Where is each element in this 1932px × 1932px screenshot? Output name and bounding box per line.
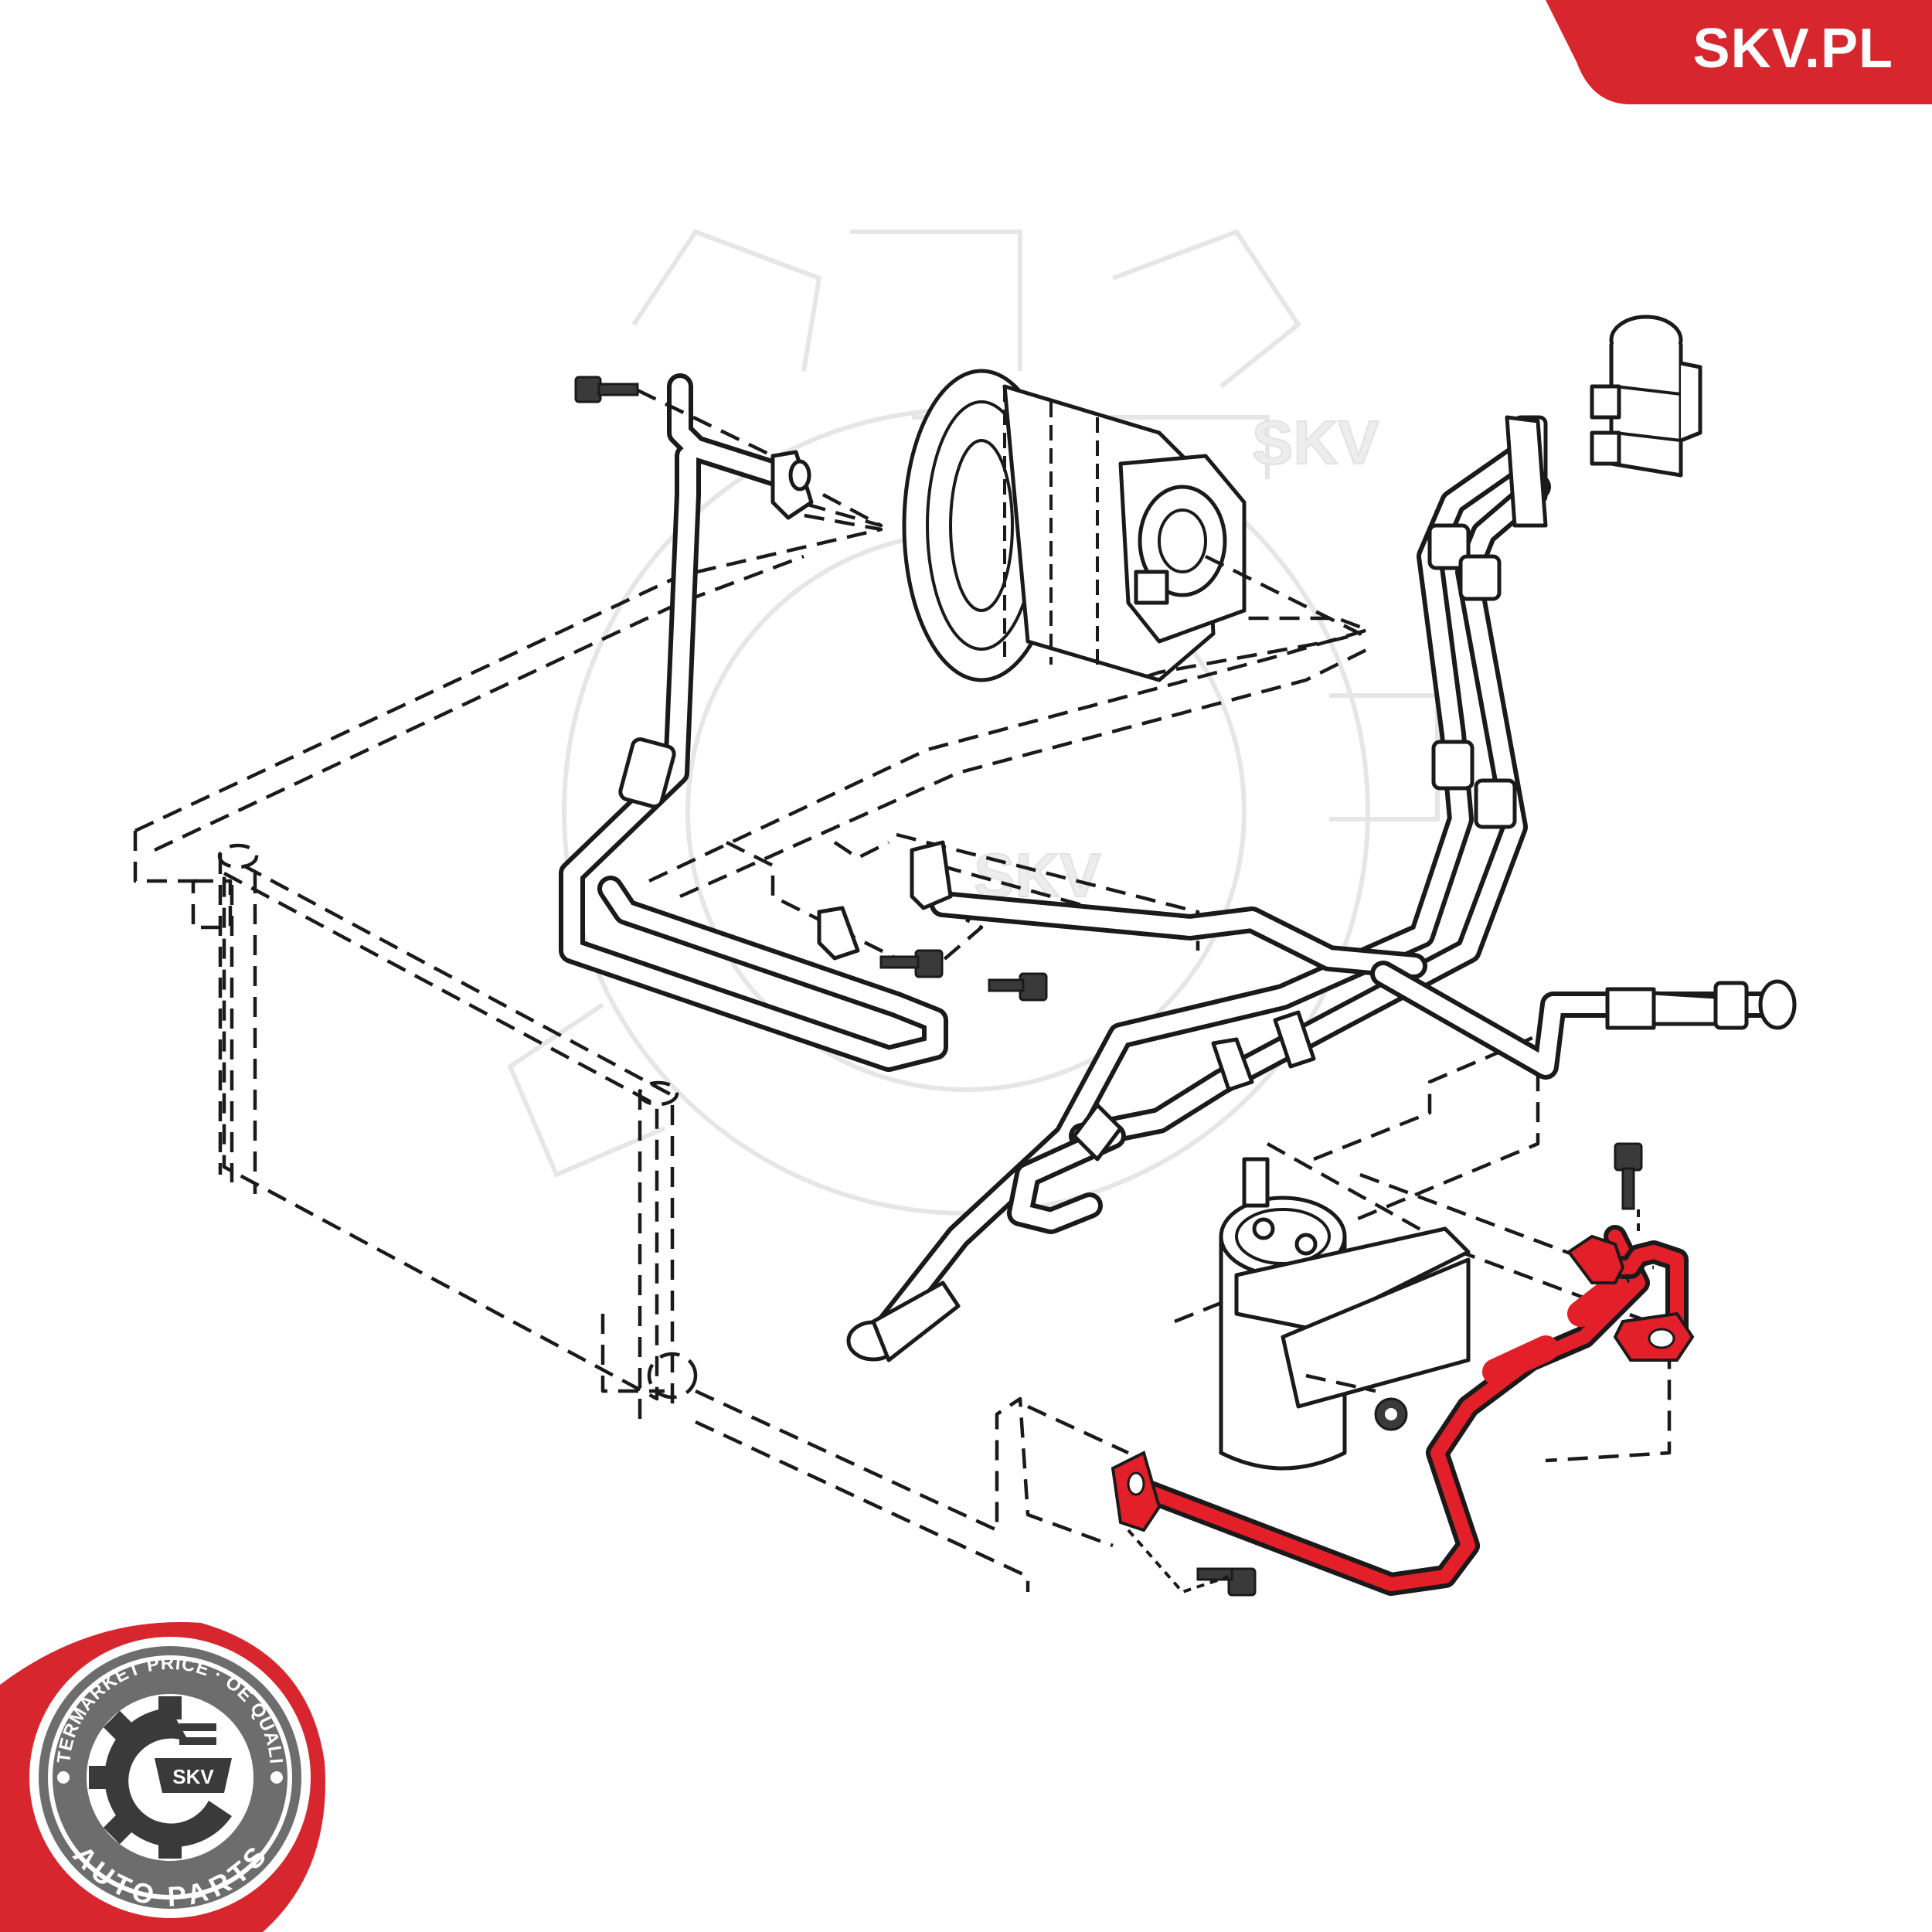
badge-star-icon	[270, 1771, 283, 1784]
watermark-text: SKV	[1252, 408, 1379, 477]
bolt-icon	[1374, 1397, 1408, 1431]
badge-star-icon	[57, 1771, 70, 1784]
bolt-icon	[988, 972, 1048, 1002]
bolt-icons	[574, 376, 1643, 1597]
pipe-fittings	[618, 415, 1797, 1362]
bolt-icon	[1196, 1567, 1257, 1597]
badge-logo-text: SKV	[172, 1765, 214, 1788]
bolt-icon	[574, 376, 774, 458]
bolt-icon	[1614, 1142, 1643, 1210]
site-label[interactable]: SKV.PL	[1692, 18, 1893, 80]
expansion-valve	[1590, 315, 1702, 478]
leader-lines	[1127, 1209, 1640, 1594]
pipe-clips	[770, 415, 1548, 1092]
brand-tab	[1546, 0, 1932, 104]
compressor	[902, 369, 1362, 682]
quality-badge: AFTERMARKET PRICE · OE QUALITY AUTO PART…	[0, 1592, 325, 1932]
receiver-dryer	[1219, 1157, 1471, 1471]
highlighted-hose	[1111, 1225, 1695, 1596]
bolt-icon	[879, 949, 944, 978]
condenser-outline	[191, 843, 698, 1422]
